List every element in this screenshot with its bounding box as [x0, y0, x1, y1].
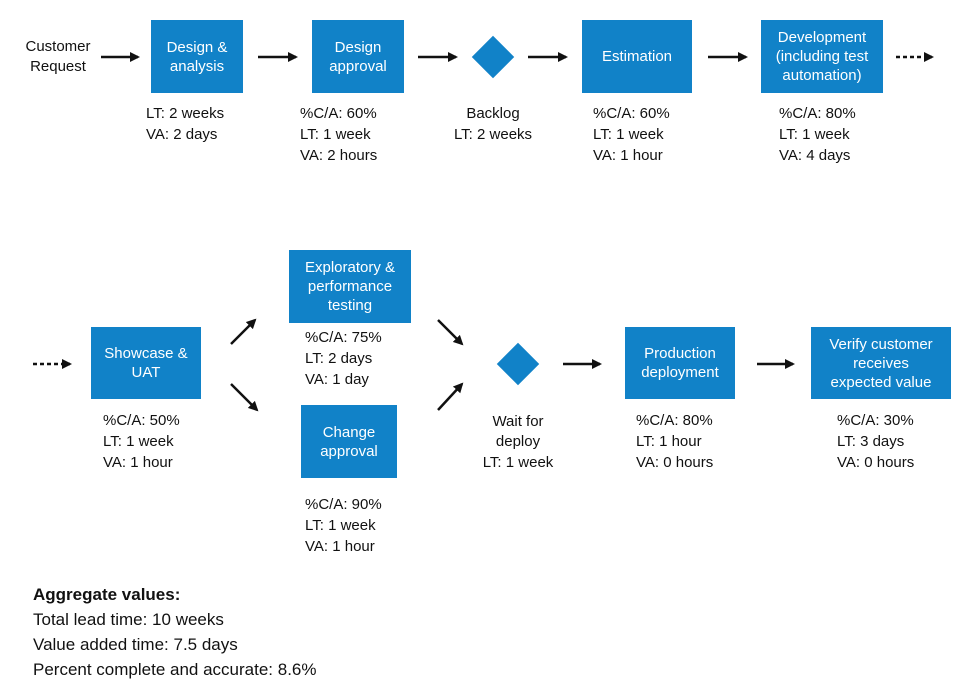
- aggregate-value-added: Value added time: 7.5 days: [33, 635, 238, 654]
- aggregate-values: Aggregate values: Total lead time: 10 we…: [33, 582, 317, 682]
- aggregate-heading: Aggregate values:: [33, 585, 181, 604]
- aggregate-lead-time: Total lead time: 10 weeks: [33, 610, 224, 629]
- step-design-analysis: Design & analysis: [151, 20, 243, 93]
- arrow-showcase-to-change: [230, 383, 259, 412]
- step-development: Development (including test automation): [761, 20, 883, 93]
- arrow-change-to-wait: [437, 382, 464, 411]
- step-showcase-uat: Showcase & UAT: [91, 327, 201, 399]
- aggregate-percent-complete: Percent complete and accurate: 8.6%: [33, 660, 317, 679]
- step-exploratory-testing: Exploratory & performance testing: [289, 250, 411, 323]
- step-verify-customer: Verify customer receives expected value: [811, 327, 951, 399]
- step-production-deployment: Production deployment: [625, 327, 735, 399]
- customer-request-label: Customer Request: [25, 38, 91, 75]
- step-change-approval: Change approval: [301, 405, 397, 478]
- step-design-approval: Design approval: [312, 20, 404, 93]
- step-estimation: Estimation: [582, 20, 692, 93]
- arrow-showcase-to-exploratory: [230, 318, 257, 345]
- arrow-exploratory-to-wait: [437, 319, 464, 346]
